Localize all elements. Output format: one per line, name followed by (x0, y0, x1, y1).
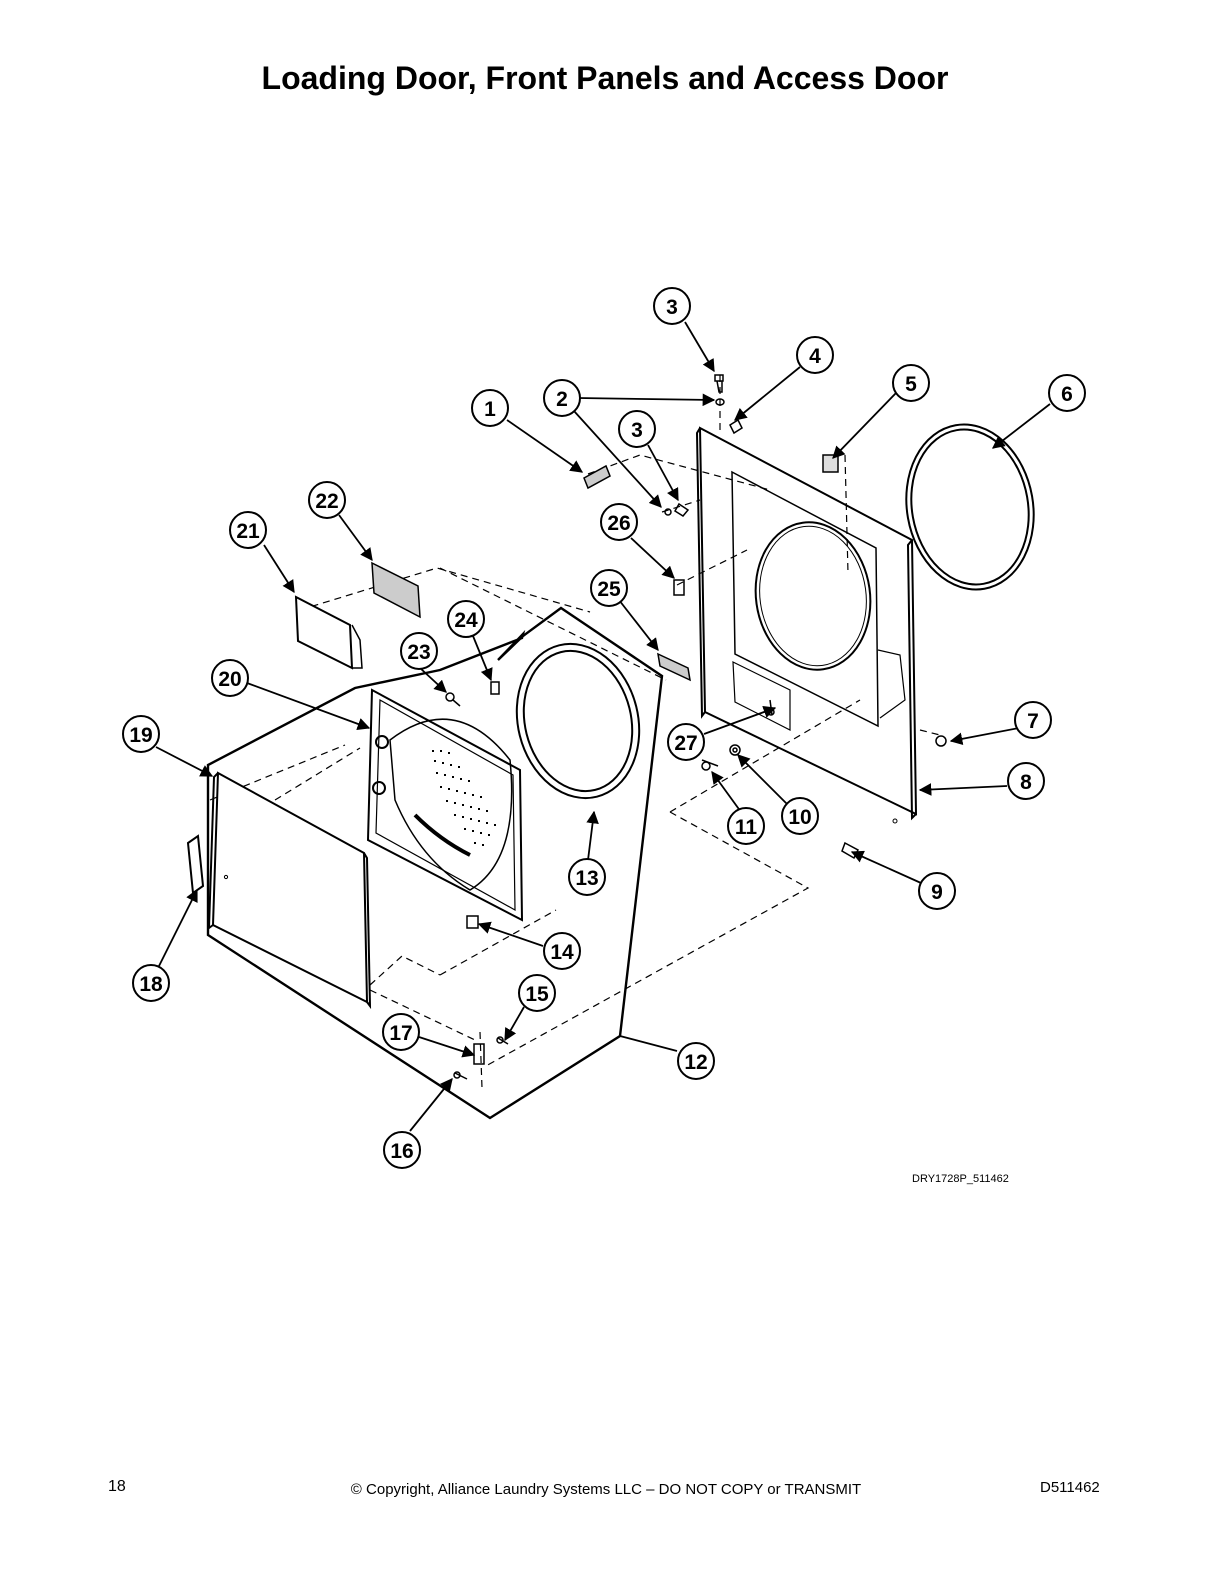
svg-text:11: 11 (735, 816, 758, 839)
callout-11: 11 (727, 807, 765, 845)
svg-text:8: 8 (1020, 771, 1032, 794)
svg-text:3: 3 (631, 419, 643, 442)
svg-text:20: 20 (218, 668, 241, 691)
callout-10: 10 (781, 797, 819, 835)
svg-text:23: 23 (407, 641, 430, 664)
callout-2: 2 (543, 379, 581, 417)
page-number: 18 (108, 1478, 126, 1495)
inner-panel-part-20 (366, 688, 524, 922)
svg-text:26: 26 (607, 512, 630, 535)
small-parts (186, 374, 947, 1080)
callout-18: 18 (132, 964, 170, 1002)
svg-text:15: 15 (525, 983, 549, 1006)
callout-13: 13 (568, 858, 606, 896)
access-door-part-19 (207, 771, 372, 1010)
svg-text:4: 4 (809, 345, 821, 368)
svg-text:22: 22 (315, 490, 338, 513)
callout-16: 16 (383, 1131, 421, 1169)
svg-text:1: 1 (484, 398, 496, 421)
figure-id: DRY1728P_511462 (912, 1173, 1009, 1185)
callout-8: 8 (1007, 762, 1045, 800)
svg-text:17: 17 (389, 1022, 412, 1045)
callout-7: 7 (1014, 701, 1052, 739)
callout-3-top: 3 (653, 287, 691, 325)
leader-lines (155, 321, 1051, 1132)
svg-text:7: 7 (1027, 710, 1039, 733)
callout-12: 12 (677, 1042, 715, 1080)
lint-screen-perforations (432, 750, 496, 846)
callout-25: 25 (590, 569, 628, 607)
svg-text:5: 5 (905, 373, 917, 396)
callout-1: 1 (471, 389, 509, 427)
callout-17: 17 (382, 1013, 420, 1051)
front-panel-part-12 (206, 606, 664, 1120)
door-ring-part-13 (515, 642, 641, 800)
callout-20: 20 (211, 659, 249, 697)
svg-text:12: 12 (684, 1051, 707, 1074)
copyright-notice: © Copyright, Alliance Laundry Systems LL… (350, 1481, 862, 1498)
callout-3-mid: 3 (618, 410, 656, 448)
front-panel-part-8 (695, 426, 918, 824)
callout-4: 4 (796, 336, 834, 374)
callout-15: 15 (518, 974, 556, 1012)
svg-text:27: 27 (674, 732, 697, 755)
svg-text:9: 9 (931, 881, 943, 904)
svg-text:16: 16 (390, 1140, 413, 1163)
svg-text:6: 6 (1061, 383, 1073, 406)
svg-text:18: 18 (139, 973, 163, 996)
svg-text:2: 2 (556, 388, 568, 411)
callout-26: 26 (600, 503, 638, 541)
callout-23: 23 (400, 632, 438, 670)
svg-text:10: 10 (788, 806, 811, 829)
callouts: 1 2 3 3 4 5 6 7 8 9 10 11 12 13 14 15 16… (122, 287, 1086, 1169)
callout-24: 24 (447, 600, 485, 638)
callout-21: 21 (229, 511, 267, 549)
svg-text:14: 14 (550, 941, 574, 964)
svg-text:19: 19 (129, 724, 152, 747)
callout-22: 22 (308, 481, 346, 519)
svg-text:21: 21 (236, 520, 260, 543)
callout-6: 6 (1048, 374, 1086, 412)
svg-text:3: 3 (666, 296, 678, 319)
callout-27: 27 (667, 723, 705, 761)
document-number: D511462 (1040, 1479, 1100, 1496)
gasket-part-6 (905, 423, 1035, 591)
page-title: Loading Door, Front Panels and Access Do… (261, 60, 949, 96)
svg-text:24: 24 (454, 609, 478, 632)
svg-text:13: 13 (575, 867, 598, 890)
callout-5: 5 (892, 364, 930, 402)
callout-14: 14 (543, 932, 581, 970)
svg-text:25: 25 (597, 578, 621, 601)
callout-9: 9 (918, 872, 956, 910)
callout-19: 19 (122, 715, 160, 753)
